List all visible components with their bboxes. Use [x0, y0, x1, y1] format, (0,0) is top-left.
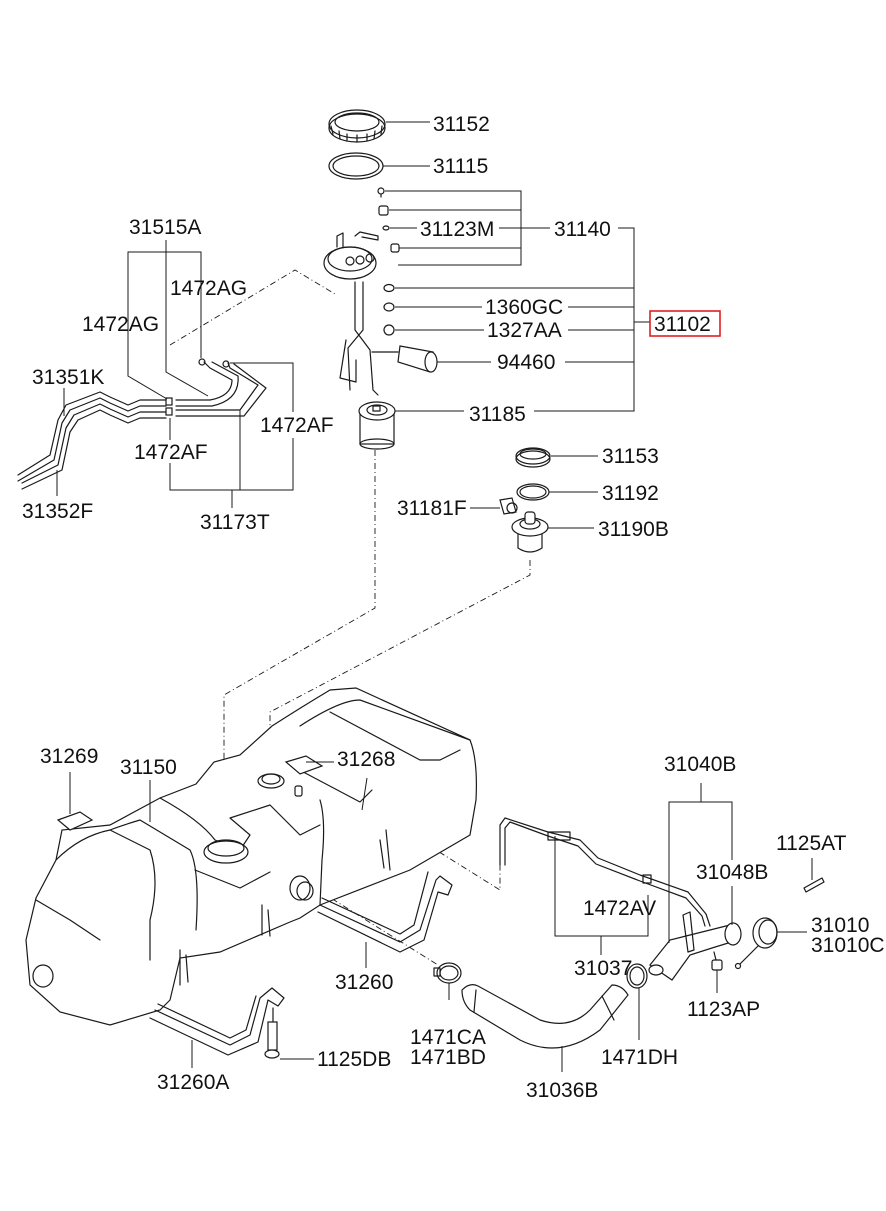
label-1472AG-upper[interactable]: 1472AG [170, 277, 247, 300]
label-31010C[interactable]: 31010C [811, 934, 885, 957]
vent-valve-31190B [511, 511, 549, 553]
label-31352F[interactable]: 31352F [22, 500, 93, 523]
tank-strap-31260A [149, 987, 285, 1056]
tank-strap-31260 [317, 871, 453, 953]
filler-hose-31036B [461, 984, 629, 1049]
label-31173T[interactable]: 31173T [200, 511, 270, 534]
label-31010[interactable]: 31010 [811, 914, 869, 937]
label-1360GC[interactable]: 1360GC [485, 296, 563, 319]
screw-1123AP [711, 951, 723, 971]
filler-neck-31048B [648, 911, 742, 981]
label-31115[interactable]: 31115 [433, 155, 488, 178]
label-31037[interactable]: 31037 [574, 957, 632, 980]
label-31260[interactable]: 31260 [335, 971, 393, 994]
label-1471CA[interactable]: 1471CA [410, 1026, 486, 1049]
tank-leader-lines [69, 761, 368, 1068]
label-31268[interactable]: 31268 [337, 748, 395, 771]
fuel-lines [17, 358, 267, 490]
bolt-1125DB [264, 1007, 280, 1059]
fuel-filter-31185 [358, 401, 396, 450]
gasket-31192 [516, 483, 550, 501]
clamp-1471DH [626, 963, 648, 989]
label-1471BD[interactable]: 1471BD [410, 1046, 486, 1069]
label-31185[interactable]: 31185 [469, 403, 526, 426]
label-31515A[interactable]: 31515A [129, 216, 201, 239]
valve-31181F [499, 497, 518, 515]
fuel-cap-31010 [734, 917, 778, 970]
fuel-line-leader-lines [56, 240, 336, 508]
label-31190B[interactable]: 31190B [598, 518, 669, 541]
label-1123AP[interactable]: 1123AP [687, 998, 760, 1021]
label-1472AF-right[interactable]: 1472AF [260, 414, 334, 437]
label-1471DH[interactable]: 1471DH [601, 1046, 678, 1069]
fuel-pump-module-31140 [323, 231, 438, 396]
fuel-tank-31150 [25, 687, 477, 1026]
label-31040B[interactable]: 31040B [664, 753, 736, 776]
label-1472AF-left[interactable]: 1472AF [134, 441, 208, 464]
pump-small-fittings [377, 187, 400, 336]
label-31181F[interactable]: 31181F [397, 497, 467, 520]
gasket-31115 [328, 152, 384, 180]
label-31152[interactable]: 31152 [433, 113, 490, 136]
label-1125AT[interactable]: 1125AT [776, 832, 847, 855]
label-1472AV[interactable]: 1472AV [583, 897, 656, 920]
lock-ring-31153 [515, 447, 551, 468]
label-31153[interactable]: 31153 [602, 445, 659, 468]
label-1125DB[interactable]: 1125DB [317, 1048, 391, 1071]
label-31102[interactable]: 31102 [654, 313, 711, 336]
vent-tube-31037 [499, 817, 711, 927]
filler-neck-leader-lines [448, 783, 813, 1072]
bolt-1125AT [803, 877, 825, 893]
lock-ring-31152 [328, 109, 386, 143]
clamp-1471CA [433, 962, 462, 984]
label-94460[interactable]: 94460 [497, 351, 555, 374]
label-1472AG-lower[interactable]: 1472AG [82, 313, 159, 336]
pad-31269 [56, 811, 94, 831]
label-31123M[interactable]: 31123M [420, 218, 494, 241]
label-31351K[interactable]: 31351K [32, 366, 104, 389]
label-31192[interactable]: 31192 [602, 482, 659, 505]
label-31048B[interactable]: 31048B [696, 861, 768, 884]
label-31269[interactable]: 31269 [40, 745, 98, 768]
filler-leader-lines [470, 455, 598, 529]
label-31150[interactable]: 31150 [120, 756, 177, 779]
label-1327AA[interactable]: 1327AA [487, 319, 562, 342]
pump-leader-lines [383, 121, 650, 412]
label-31036B[interactable]: 31036B [526, 1079, 598, 1102]
highlight-box [649, 310, 721, 337]
label-31260A[interactable]: 31260A [157, 1071, 229, 1094]
pad-31268 [284, 755, 324, 775]
label-31140[interactable]: 31140 [554, 218, 611, 241]
part-labels: 31152 31115 31123M 31140 1360GC 1327AA 3… [22, 113, 885, 1102]
